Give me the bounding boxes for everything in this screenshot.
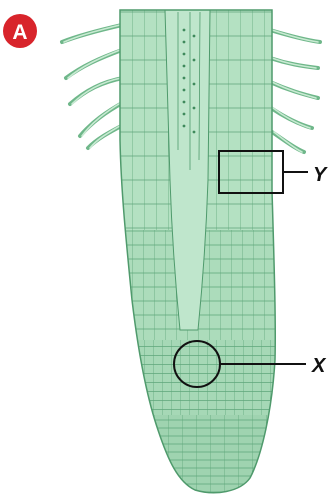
label-y: Y [313,164,328,186]
root-cap [110,415,290,500]
root-tip [110,0,290,500]
panel-letter: A [12,21,27,44]
label-x: X [311,355,327,377]
meristem-zone [110,340,290,415]
